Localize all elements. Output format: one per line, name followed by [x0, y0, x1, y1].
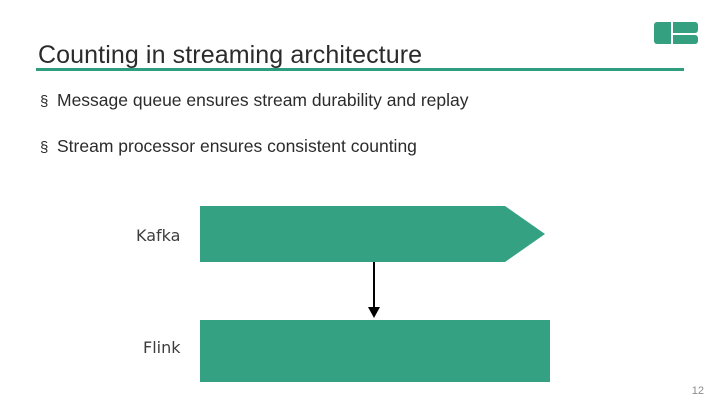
flink-rectangle-shape	[200, 320, 550, 382]
architecture-diagram: Kafka Flink	[0, 196, 720, 386]
kafka-arrow-shape	[200, 206, 545, 262]
logo-block-top-right	[673, 22, 698, 33]
flink-label: Flink	[143, 338, 181, 357]
bullet-marker-icon: §	[40, 93, 49, 110]
flow-connector-arrow-icon	[355, 262, 395, 322]
title-divider	[36, 68, 684, 71]
logo-block-bottom-right	[673, 35, 698, 44]
page-title: Counting in streaming architecture	[38, 40, 423, 69]
brand-logo-icon	[654, 22, 698, 62]
connector-line	[373, 262, 375, 310]
connector-arrowhead	[368, 307, 380, 318]
logo-block-left	[654, 22, 671, 44]
kafka-arrow-body	[200, 206, 505, 262]
bullet-text-2: Stream processor ensures consistent coun…	[57, 136, 417, 156]
bullet-item-1: § Message queue ensures stream durability…	[40, 90, 468, 111]
bullet-text-1: Message queue ensures stream durability …	[57, 90, 469, 110]
bullet-marker-icon: §	[40, 139, 49, 156]
kafka-label: Kafka	[136, 226, 181, 245]
bullet-item-2: § Stream processor ensures consistent cou…	[40, 136, 417, 157]
page-number: 12	[691, 385, 704, 397]
kafka-arrow-head	[505, 206, 545, 262]
